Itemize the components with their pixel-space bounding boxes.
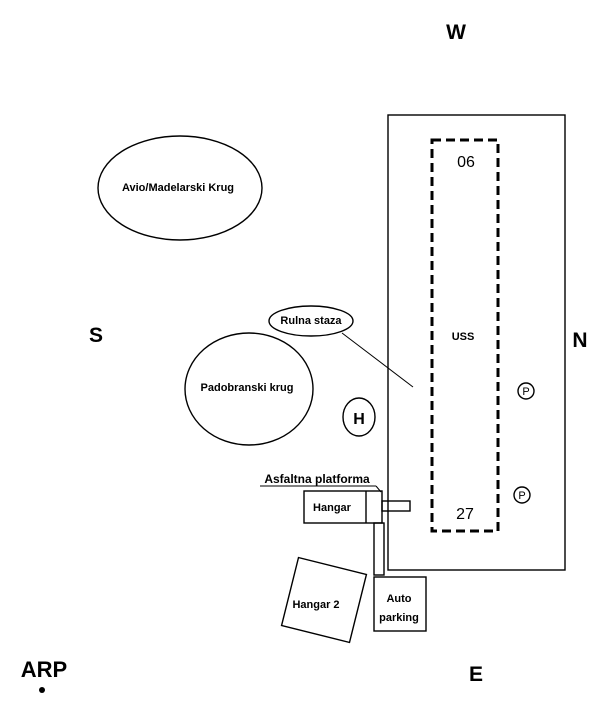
parachute-circle-label: Padobranski krug: [201, 382, 294, 394]
compass-south: S: [89, 324, 103, 347]
runway-end-27: 27: [456, 506, 474, 523]
parking-marker-2: [513, 486, 531, 504]
compass-west: W: [446, 21, 466, 44]
compass-north: N: [572, 329, 587, 352]
arp-label: ARP: [21, 657, 67, 682]
helipad: [342, 397, 376, 437]
compass-east: E: [469, 663, 483, 686]
helipad-label: H: [353, 411, 365, 428]
apron-label: Asfaltna platforma: [264, 472, 370, 486]
hangar-label: Hangar: [313, 502, 352, 514]
arp-point: [39, 687, 45, 693]
taxiway-leader-line: [341, 332, 414, 388]
runway-end-06: 06: [457, 154, 475, 171]
taxiway-callout: [268, 305, 354, 337]
car-parking-label-line1: Auto: [386, 593, 411, 605]
hangar-apron-connector: [381, 500, 411, 512]
parking-marker-1-label: P: [522, 386, 529, 398]
airfield-boundary: [387, 114, 566, 571]
parking-marker-1: [517, 382, 535, 400]
parachute-circle: [184, 332, 314, 446]
model-aircraft-circle: [97, 135, 263, 241]
access-road: [373, 522, 385, 576]
runway-label: USS: [452, 331, 475, 343]
hangar-2: [280, 556, 368, 644]
hangar-2-label: Hangar 2: [292, 599, 339, 611]
car-parking-label-line2: parking: [379, 612, 419, 624]
taxiway-label: Rulna staza: [280, 315, 342, 327]
hangar-2-outline: [280, 556, 368, 644]
car-parking: [373, 576, 427, 632]
model-aircraft-circle-label: Avio/Madelarski Krug: [122, 182, 234, 194]
parking-marker-2-label: P: [518, 490, 525, 502]
runway: [430, 138, 500, 533]
